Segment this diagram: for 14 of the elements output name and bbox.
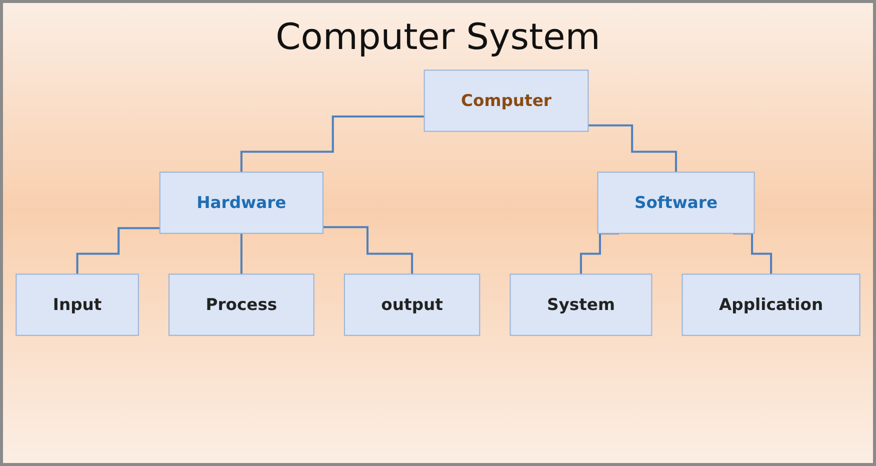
connector xyxy=(76,227,160,276)
connector xyxy=(240,232,242,276)
node-box: System xyxy=(510,274,652,336)
node-box: Process xyxy=(168,274,314,336)
node-box: Input xyxy=(16,274,139,336)
node-box: Computer xyxy=(424,70,589,132)
node-box: output xyxy=(344,274,480,336)
connector xyxy=(322,226,414,276)
node-box: Software xyxy=(597,172,755,234)
diagram-title: Computer System xyxy=(274,17,602,58)
connector xyxy=(240,116,424,174)
connector xyxy=(588,124,678,174)
node-box: Hardware xyxy=(159,172,324,234)
node-box: Application xyxy=(682,274,860,336)
